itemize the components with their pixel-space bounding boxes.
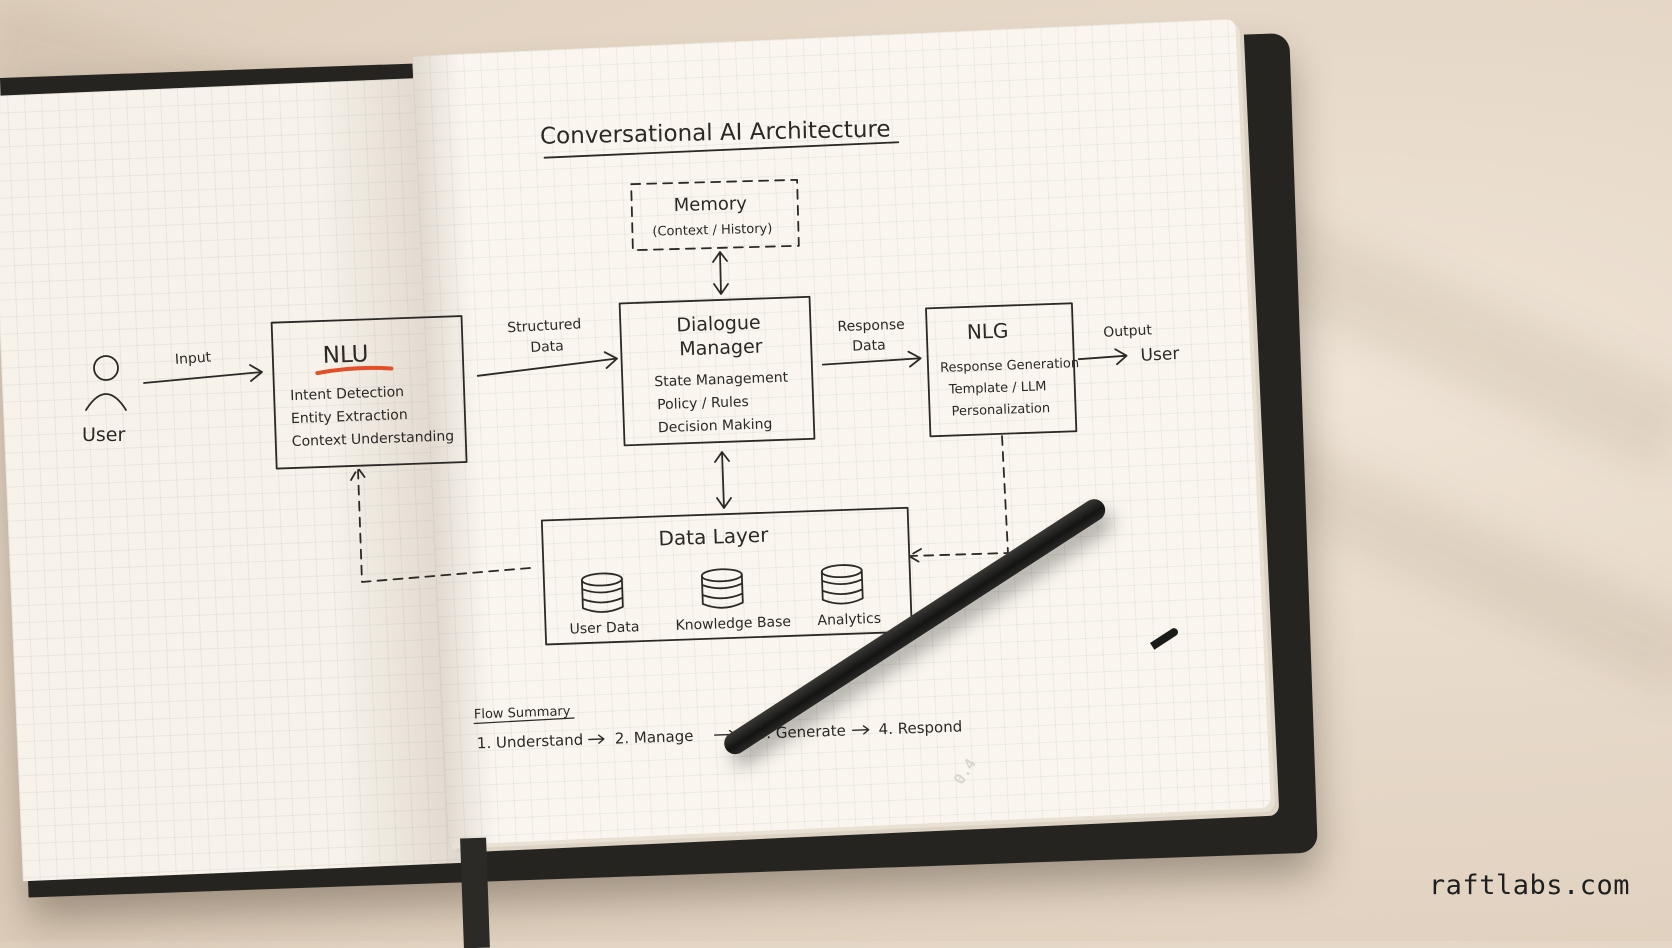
edge-structured-label-2: Data: [530, 338, 564, 356]
nlu-item-2: Entity Extraction: [291, 407, 408, 427]
nlg-box: [925, 302, 1078, 438]
edge-response-data: Response Data: [821, 317, 922, 368]
dm-datalayer-arrow: [714, 451, 732, 509]
memory-subtitle: (Context / History): [652, 222, 772, 240]
edge-input-label: Input: [174, 350, 212, 369]
nlg-item-3: Personalization: [951, 401, 1050, 419]
user-head-icon: [93, 355, 119, 381]
nlg-node: NLG Response Generation Template / LLM P…: [925, 302, 1080, 438]
dialogue-manager-box: [618, 295, 816, 447]
output-user-label: User: [1140, 344, 1180, 366]
flow-arrow-3: [851, 725, 870, 735]
dm-item-2: Policy / Rules: [657, 394, 749, 413]
output-arrow: [1077, 348, 1128, 366]
dm-item-3: Decision Making: [658, 416, 773, 436]
user-data-label: User Data: [569, 619, 639, 637]
memory-box: [630, 178, 800, 252]
nlu-title: NLU: [322, 341, 369, 369]
title-underline: [543, 141, 900, 159]
memory-node: Memory (Context / History): [630, 178, 800, 252]
nlu-accent-underline: [315, 365, 394, 376]
user-body-icon: [85, 393, 127, 411]
dialogue-manager-node: Dialogue Manager State Management Policy…: [618, 295, 816, 447]
edge-input: Input: [143, 350, 263, 384]
input-arrow: [143, 364, 263, 384]
knowledge-base-label: Knowledge Base: [675, 614, 791, 634]
edge-output: Output User: [1077, 322, 1180, 366]
analytics-db-icon: [820, 564, 864, 605]
dm-title-1: Dialogue: [676, 312, 761, 337]
nlu-node: NLU Intent Detection Entity Extraction C…: [270, 315, 468, 470]
edge-output-label: Output: [1103, 322, 1153, 341]
flow-summary: Flow Summary 1. Understand 2. Manage 3. …: [473, 704, 963, 753]
edge-structured-data: Structured Data: [476, 316, 618, 377]
nlu-item-1: Intent Detection: [290, 384, 404, 404]
flow-step-4: 4. Respond: [878, 717, 962, 738]
flow-arrow-1: [588, 734, 605, 744]
edge-response-label-1: Response: [837, 317, 905, 335]
nlg-title: NLG: [966, 319, 1008, 344]
flow-summary-underline: [473, 717, 575, 725]
user-data-db-icon: [581, 572, 624, 613]
nlu-item-3: Context Understanding: [292, 428, 455, 450]
nlg-datalayer-feedback-arrow: [908, 435, 1009, 564]
datalayer-nlu-feedback-arrow: [350, 467, 531, 583]
knowledge-base-db-icon: [700, 568, 744, 609]
user-left: User: [82, 355, 127, 446]
memory-title: Memory: [673, 193, 747, 216]
data-layer-box: [540, 506, 913, 646]
nlg-item-1: Response Generation: [940, 356, 1080, 376]
analytics-label: Analytics: [817, 611, 881, 629]
watermark: raftlabs.com: [1428, 870, 1630, 901]
data-layer-node: Data Layer User Data Knowledge Base Anal…: [540, 506, 913, 646]
flow-step-1: 1. Understand: [477, 731, 584, 753]
nlg-item-2: Template / LLM: [948, 379, 1047, 397]
edge-structured-label-1: Structured: [507, 316, 582, 336]
data-layer-title: Data Layer: [658, 523, 769, 551]
user-left-label: User: [82, 424, 125, 446]
dm-title-2: Manager: [679, 336, 763, 361]
diagram-title: Conversational AI Architecture: [540, 116, 900, 159]
flow-summary-heading: Flow Summary: [474, 704, 571, 722]
dm-item-1: State Management: [654, 370, 789, 391]
flow-step-2: 2. Manage: [614, 727, 693, 748]
memory-dm-arrow: [712, 251, 729, 295]
edge-response-label-2: Data: [852, 337, 886, 354]
response-data-arrow: [821, 350, 922, 368]
structured-data-arrow: [476, 351, 618, 377]
nlu-box: [270, 315, 468, 470]
